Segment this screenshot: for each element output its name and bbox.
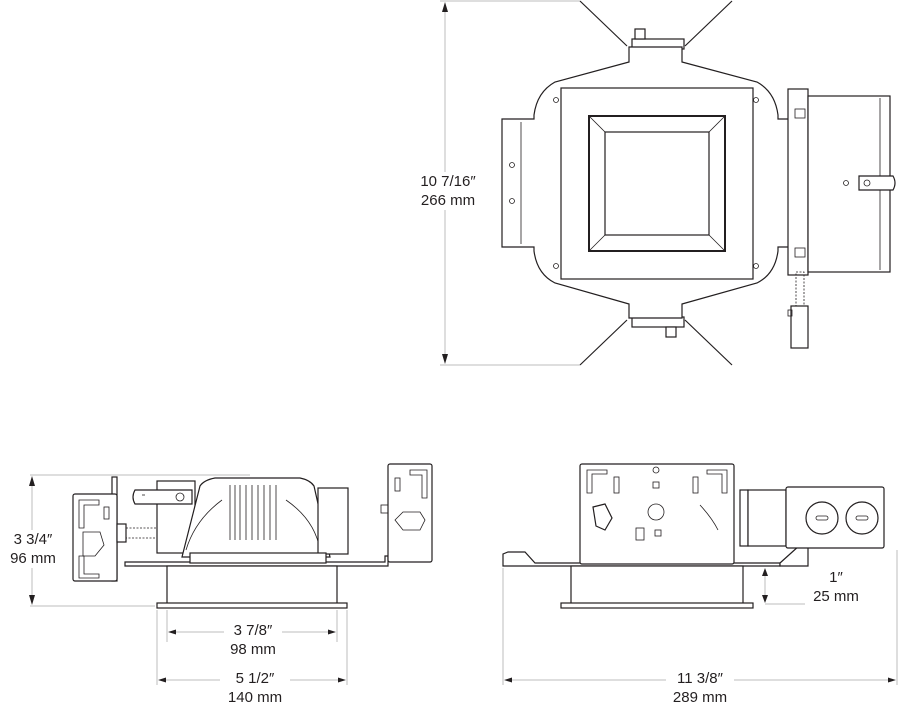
overall-width-imperial: 11 3/8″: [677, 670, 723, 687]
side-view-left: [29, 463, 433, 685]
dimension-trim-drop: 1″ 25 mm: [806, 568, 866, 606]
side-view-right: [502, 463, 898, 685]
overall-length-metric: 266 mm: [420, 192, 476, 209]
trim-width-metric: 140 mm: [227, 689, 283, 706]
dimension-height: 3 3/4″ 96 mm: [2, 530, 64, 568]
dimension-trim-width: 5 1/2″ 140 mm: [220, 669, 290, 707]
top-view: [440, 0, 896, 366]
trim-width-imperial: 5 1/2″: [235, 670, 275, 687]
trim-drop-metric: 25 mm: [813, 588, 859, 605]
overall-width-metric: 289 mm: [672, 689, 728, 706]
overall-length-imperial: 10 7/16″: [420, 173, 476, 190]
trim-drop-imperial: 1″: [829, 569, 843, 586]
dimension-overall-length: 10 7/16″ 266 mm: [412, 172, 484, 210]
dimension-overall-width: 11 3/8″ 289 mm: [666, 669, 734, 707]
aperture-imperial: 3 7/8″: [233, 622, 273, 639]
height-imperial: 3 3/4″: [13, 531, 53, 548]
height-metric: 96 mm: [10, 550, 56, 567]
aperture-metric: 98 mm: [230, 641, 276, 658]
dimension-aperture: 3 7/8″ 98 mm: [224, 621, 282, 659]
